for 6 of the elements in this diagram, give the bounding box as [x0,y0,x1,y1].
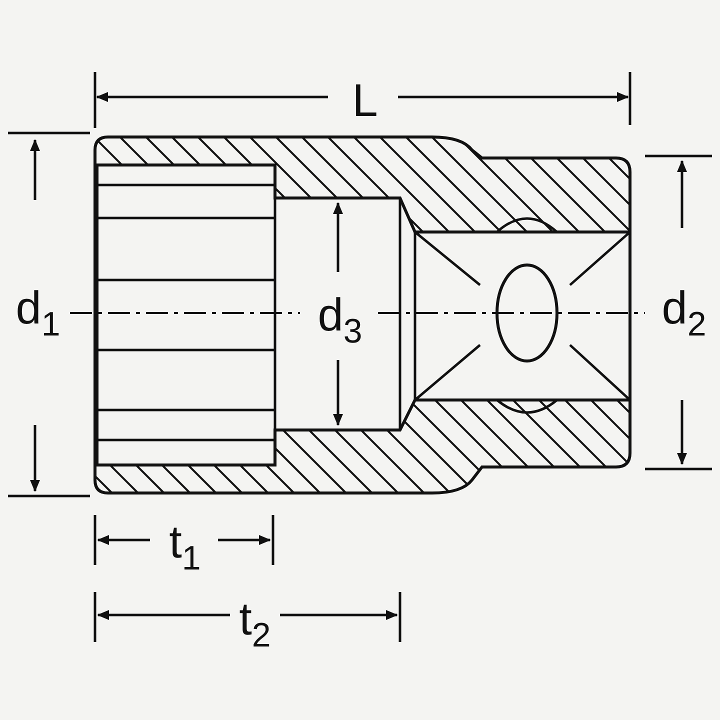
dimension-label: t$_{1}$ [169,518,201,576]
dimension-label: L [352,77,378,123]
dimension-label: d$_{2}$ [662,284,706,342]
dimension-label: d$_{1}$ [16,284,60,342]
dimension-label: t$_{2}$ [239,596,271,652]
dimension-label: d$_{3}$ [318,292,362,348]
